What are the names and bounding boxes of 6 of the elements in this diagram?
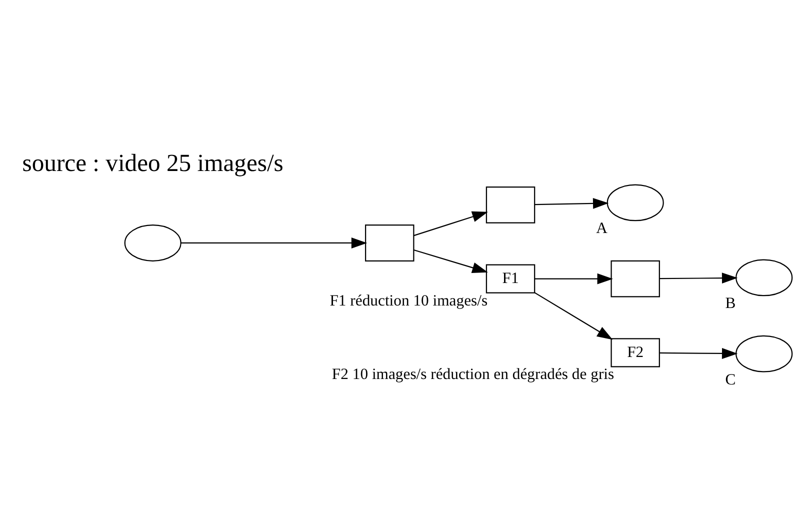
label: source : video 25 images/s: [22, 149, 284, 176]
node-label: F1 réduction 10 images/s: [330, 292, 488, 309]
node-label: F2 10 images/s réduction en dégradés de gris: [332, 366, 614, 383]
node-label: A: [596, 220, 608, 237]
node-label: C: [725, 370, 736, 388]
node-label: B: [725, 294, 736, 312]
